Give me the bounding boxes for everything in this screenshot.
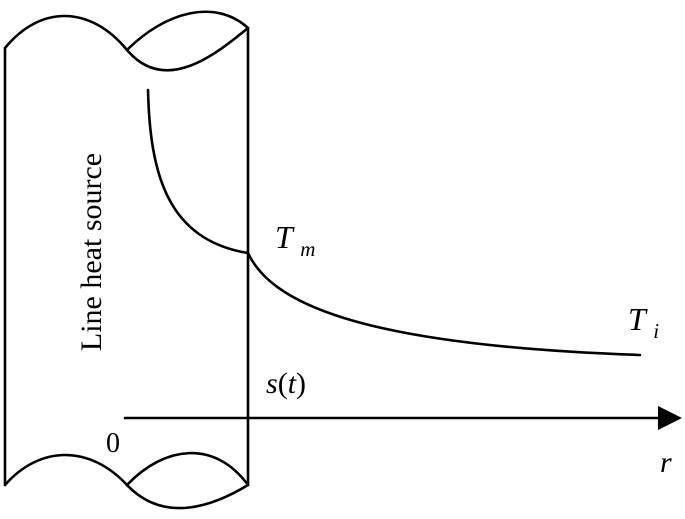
cylinder-top-back-edge: [125, 10, 250, 52]
cylinder-bottom-back-edge: [125, 451, 250, 487]
cylinder-top-edge: [3, 14, 250, 72]
initial-temperature-label: T i: [628, 301, 659, 343]
axis-label: r: [660, 446, 672, 479]
melt-temperature-subscript: m: [300, 237, 315, 261]
temperature-curve-outer: [246, 251, 642, 357]
initial-temperature-subscript: i: [653, 319, 659, 343]
cylinder: [3, 10, 250, 510]
origin-label: 0: [106, 428, 120, 459]
melt-temperature-symbol: T: [275, 219, 295, 255]
melt-temperature-label: T m: [275, 219, 315, 261]
radial-axis-arrowhead: [658, 406, 682, 430]
source-label: Line heat source: [75, 153, 108, 351]
interface-label: s(t): [266, 367, 306, 400]
temperature-curve-inner: [146, 88, 250, 255]
cylinder-bottom-edge: [3, 453, 250, 510]
initial-temperature-symbol: T: [628, 301, 648, 337]
